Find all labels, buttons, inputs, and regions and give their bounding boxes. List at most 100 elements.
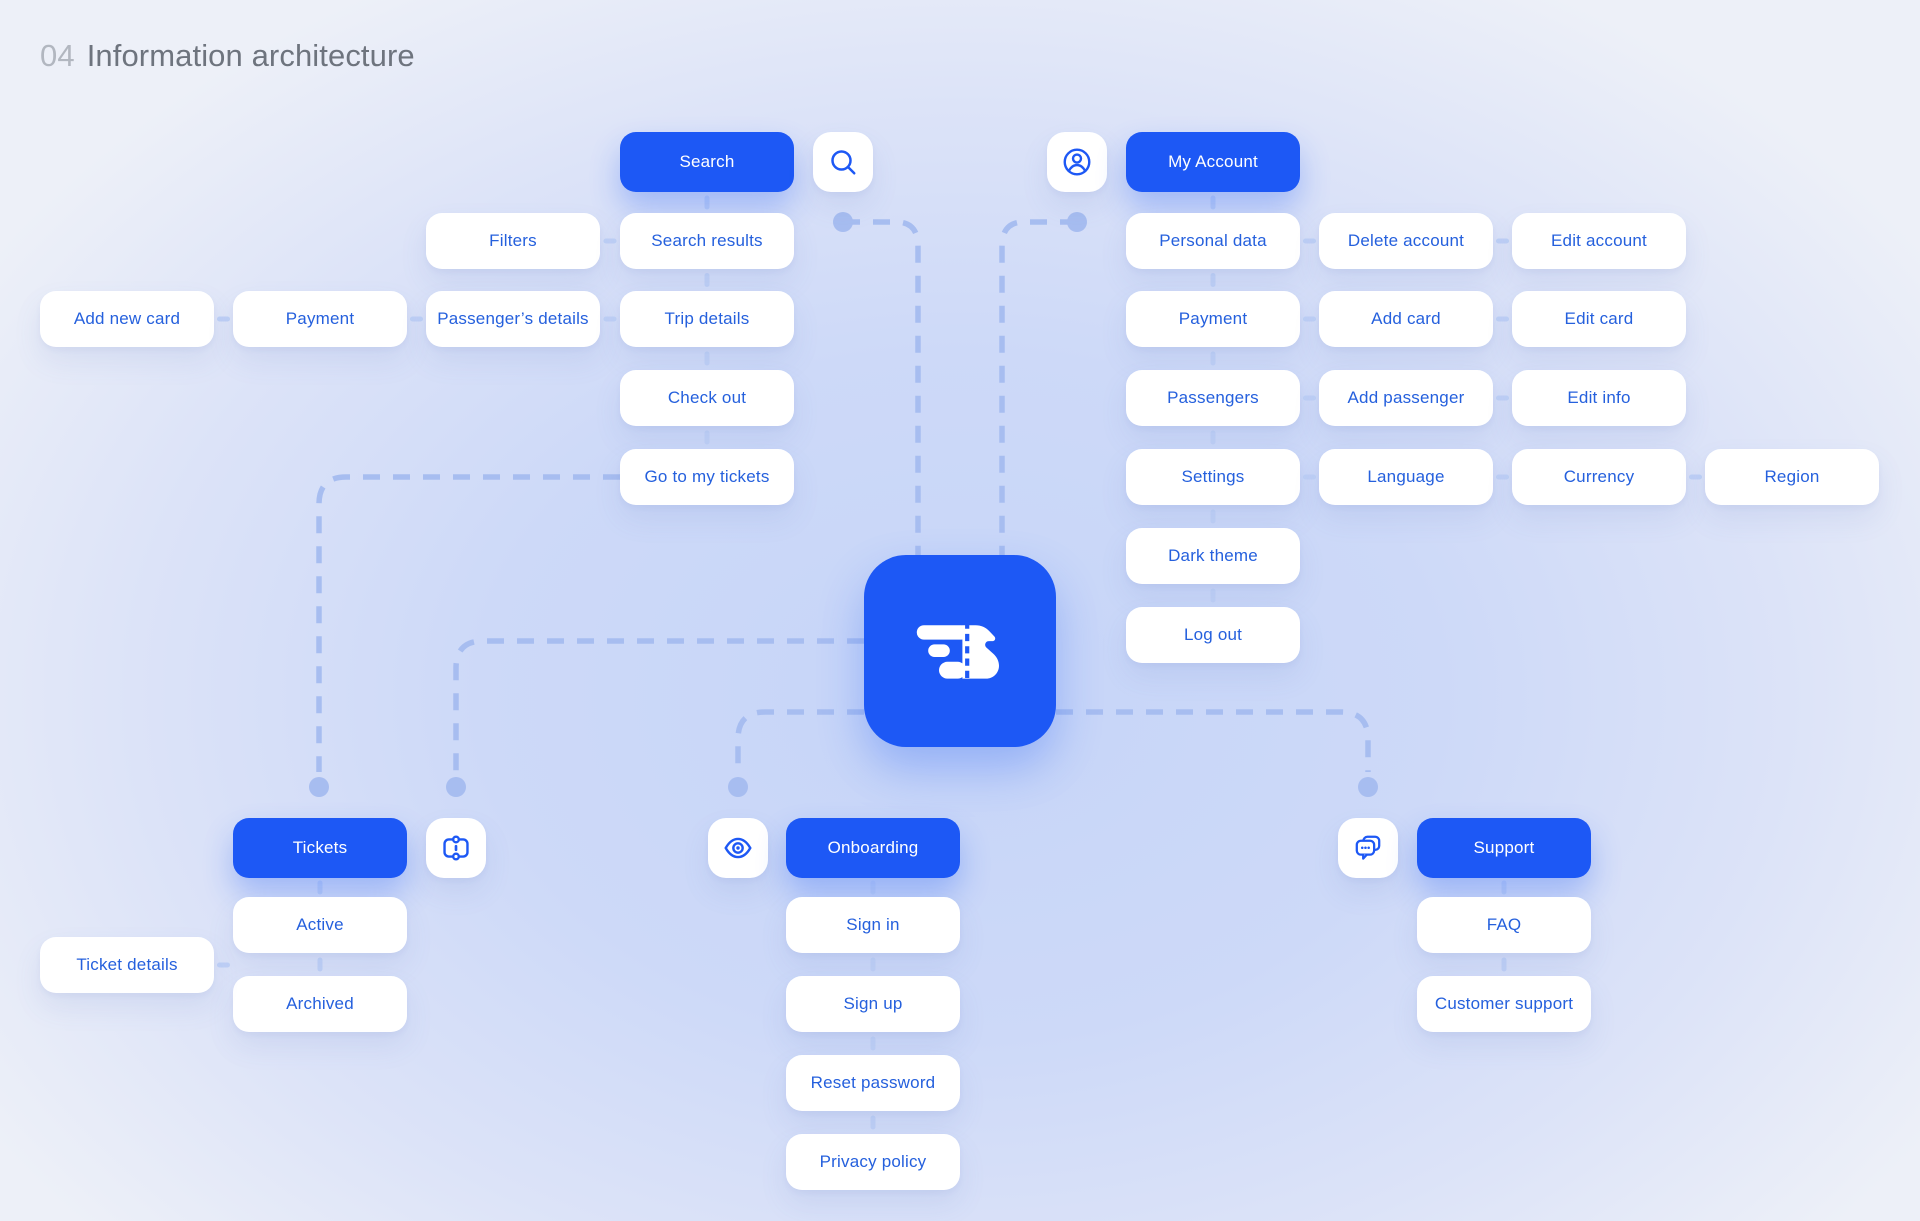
language-card[interactable]: Language — [1319, 449, 1493, 505]
reset-password-card[interactable]: Reset password — [786, 1055, 960, 1111]
search-results-card[interactable]: Search results — [620, 213, 794, 269]
active-card[interactable]: Active — [233, 897, 407, 953]
search-results-card-label: Search results — [651, 231, 763, 250]
tie-connector — [1501, 957, 1507, 972]
account-icon-tile[interactable] — [1047, 132, 1107, 192]
go-to-my-tickets-card[interactable]: Go to my tickets — [620, 449, 794, 505]
sign-up-card-label: Sign up — [843, 994, 903, 1013]
edit-info-card-label: Edit info — [1567, 388, 1631, 407]
tie-connector — [317, 957, 323, 972]
payment-card[interactable]: Payment — [233, 291, 407, 347]
chat-icon-tile[interactable] — [1338, 818, 1398, 878]
add-passenger-card[interactable]: Add passenger — [1319, 370, 1493, 426]
trip-details-card[interactable]: Trip details — [620, 291, 794, 347]
tie-connector — [217, 316, 230, 322]
eye-icon-tile[interactable] — [708, 818, 768, 878]
edit-card-card[interactable]: Edit card — [1512, 291, 1686, 347]
tie-connector — [1303, 238, 1316, 244]
edit-account-card-label: Edit account — [1551, 231, 1647, 250]
privacy-policy-card[interactable]: Privacy policy — [786, 1134, 960, 1190]
connector-dot — [309, 777, 329, 797]
tie-connector — [1210, 273, 1216, 287]
edit-info-card[interactable]: Edit info — [1512, 370, 1686, 426]
tie-connector — [1210, 588, 1216, 603]
sign-in-card-label: Sign in — [846, 915, 900, 934]
edit-card-card-label: Edit card — [1564, 309, 1634, 328]
connector-dot — [833, 212, 853, 232]
ticket-icon — [440, 832, 472, 864]
tie-connector — [603, 238, 617, 244]
tie-connector — [870, 1115, 876, 1130]
log-out-card[interactable]: Log out — [1126, 607, 1300, 663]
reset-password-card-label: Reset password — [810, 1073, 936, 1092]
ticket-icon-tile[interactable] — [426, 818, 486, 878]
search-icon — [828, 147, 858, 177]
delete-account-card[interactable]: Delete account — [1319, 213, 1493, 269]
filters-card-label: Filters — [489, 231, 537, 250]
archived-card[interactable]: Archived — [233, 976, 407, 1032]
passengers-details-card-label: Passenger’s details — [437, 309, 589, 328]
add-new-card-card[interactable]: Add new card — [40, 291, 214, 347]
eye-icon — [722, 832, 754, 864]
tie-connector — [870, 1036, 876, 1051]
search-button[interactable]: Search — [620, 132, 794, 192]
personal-data-card-label: Personal data — [1159, 231, 1267, 250]
account-payment-card-label: Payment — [1178, 309, 1248, 328]
faq-card-label: FAQ — [1486, 915, 1522, 934]
personal-data-card[interactable]: Personal data — [1126, 213, 1300, 269]
privacy-policy-card-label: Privacy policy — [819, 1152, 927, 1171]
currency-card[interactable]: Currency — [1512, 449, 1686, 505]
passengers-card[interactable]: Passengers — [1126, 370, 1300, 426]
sign-in-card[interactable]: Sign in — [786, 897, 960, 953]
tie-connector — [704, 273, 710, 287]
tie-connector — [1210, 509, 1216, 524]
language-card-label: Language — [1367, 467, 1445, 486]
add-card-card[interactable]: Add card — [1319, 291, 1493, 347]
ticket-details-card[interactable]: Ticket details — [40, 937, 214, 993]
tie-connector — [1303, 316, 1316, 322]
tie-connector — [704, 430, 710, 445]
region-card[interactable]: Region — [1705, 449, 1879, 505]
edit-account-card[interactable]: Edit account — [1512, 213, 1686, 269]
connector-path — [843, 219, 921, 555]
tie-connector — [1210, 430, 1216, 445]
settings-card-label: Settings — [1181, 467, 1245, 486]
trip-details-card-label: Trip details — [664, 309, 750, 328]
dark-theme-card-label: Dark theme — [1168, 546, 1258, 565]
tie-connector — [1303, 395, 1316, 401]
region-card-label: Region — [1764, 467, 1820, 486]
tie-connector — [1496, 395, 1509, 401]
tie-connector — [704, 351, 710, 366]
connector-dot — [728, 777, 748, 797]
passengers-card-label: Passengers — [1167, 388, 1259, 407]
archived-card-label: Archived — [286, 994, 354, 1013]
my-account-button-label: My Account — [1168, 152, 1258, 171]
customer-support-card[interactable]: Customer support — [1417, 976, 1591, 1032]
app-logo — [864, 555, 1056, 747]
onboarding-button[interactable]: Onboarding — [786, 818, 960, 878]
customer-support-card-label: Customer support — [1434, 994, 1574, 1013]
dark-theme-card[interactable]: Dark theme — [1126, 528, 1300, 584]
filters-card[interactable]: Filters — [426, 213, 600, 269]
onboarding-button-label: Onboarding — [827, 838, 919, 857]
connector-path — [999, 219, 1077, 555]
tie-connector — [1303, 474, 1316, 480]
check-out-card-label: Check out — [667, 388, 747, 407]
passengers-details-card[interactable]: Passenger’s details — [426, 291, 600, 347]
tie-connector — [317, 880, 323, 895]
sign-up-card[interactable]: Sign up — [786, 976, 960, 1032]
tie-connector — [1210, 195, 1216, 210]
tickets-button[interactable]: Tickets — [233, 818, 407, 878]
log-out-card-label: Log out — [1183, 625, 1243, 644]
my-account-button[interactable]: My Account — [1126, 132, 1300, 192]
account-payment-card[interactable]: Payment — [1126, 291, 1300, 347]
settings-card[interactable]: Settings — [1126, 449, 1300, 505]
tie-connector — [1496, 238, 1509, 244]
check-out-card[interactable]: Check out — [620, 370, 794, 426]
support-button[interactable]: Support — [1417, 818, 1591, 878]
faq-card[interactable]: FAQ — [1417, 897, 1591, 953]
search-icon-tile[interactable] — [813, 132, 873, 192]
add-card-card-label: Add card — [1371, 309, 1441, 328]
